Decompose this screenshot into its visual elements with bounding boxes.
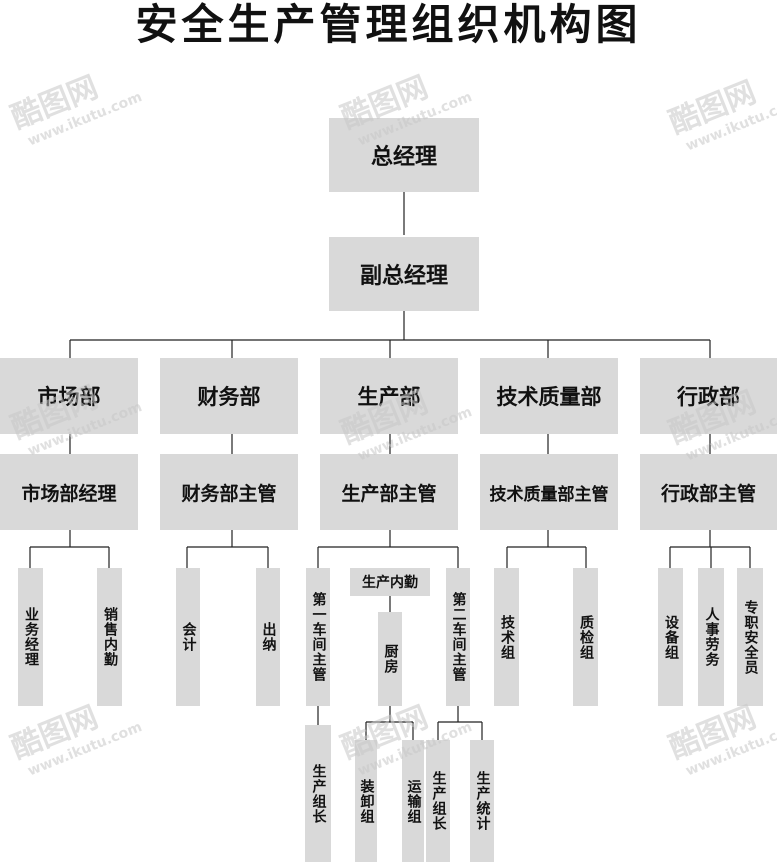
node-mgr-tech-quality: 技术质量部主管 (480, 454, 618, 530)
node-mgr-finance: 财务部主管 (160, 454, 298, 530)
node-equipment-team: 设备组 (658, 568, 683, 706)
node-group-leader-1: 生产组长 (305, 725, 331, 862)
node-deputy: 副总经理 (329, 237, 479, 311)
node-tech-team: 技术组 (494, 568, 519, 706)
node-qc-team: 质检组 (573, 568, 598, 706)
node-workshop2-supervisor: 第二车间主管 (446, 568, 470, 706)
node-business-manager: 业务经理 (18, 568, 43, 706)
node-mgr-production: 生产部主管 (320, 454, 458, 530)
node-ceo: 总经理 (329, 118, 479, 192)
node-dept-tech-quality: 技术质量部 (480, 358, 618, 434)
node-workshop1-supervisor: 第一车间主管 (306, 568, 330, 706)
chart-title: 安全生产管理组织机构图 (135, 0, 642, 49)
node-mgr-admin: 行政部主管 (640, 454, 777, 530)
node-hr-labor: 人事劳务 (698, 568, 724, 706)
node-transport-team: 运输组 (402, 740, 424, 862)
node-safety-officer: 专职安全员 (737, 568, 763, 706)
node-cashier: 出纳 (256, 568, 280, 706)
node-sales-office: 销售内勤 (97, 568, 122, 706)
node-dept-market: 市场部 (0, 358, 138, 434)
node-production-stats: 生产统计 (470, 740, 494, 862)
node-mgr-market: 市场部经理 (0, 454, 138, 530)
node-dept-production: 生产部 (320, 358, 458, 434)
node-accountant: 会计 (176, 568, 200, 706)
node-group-leader-2: 生产组长 (426, 740, 450, 862)
node-kitchen: 厨房 (378, 612, 402, 706)
node-dept-finance: 财务部 (160, 358, 298, 434)
node-production-office: 生产内勤 (350, 568, 430, 596)
node-loading-team: 装卸组 (355, 740, 377, 862)
node-dept-admin: 行政部 (640, 358, 777, 434)
